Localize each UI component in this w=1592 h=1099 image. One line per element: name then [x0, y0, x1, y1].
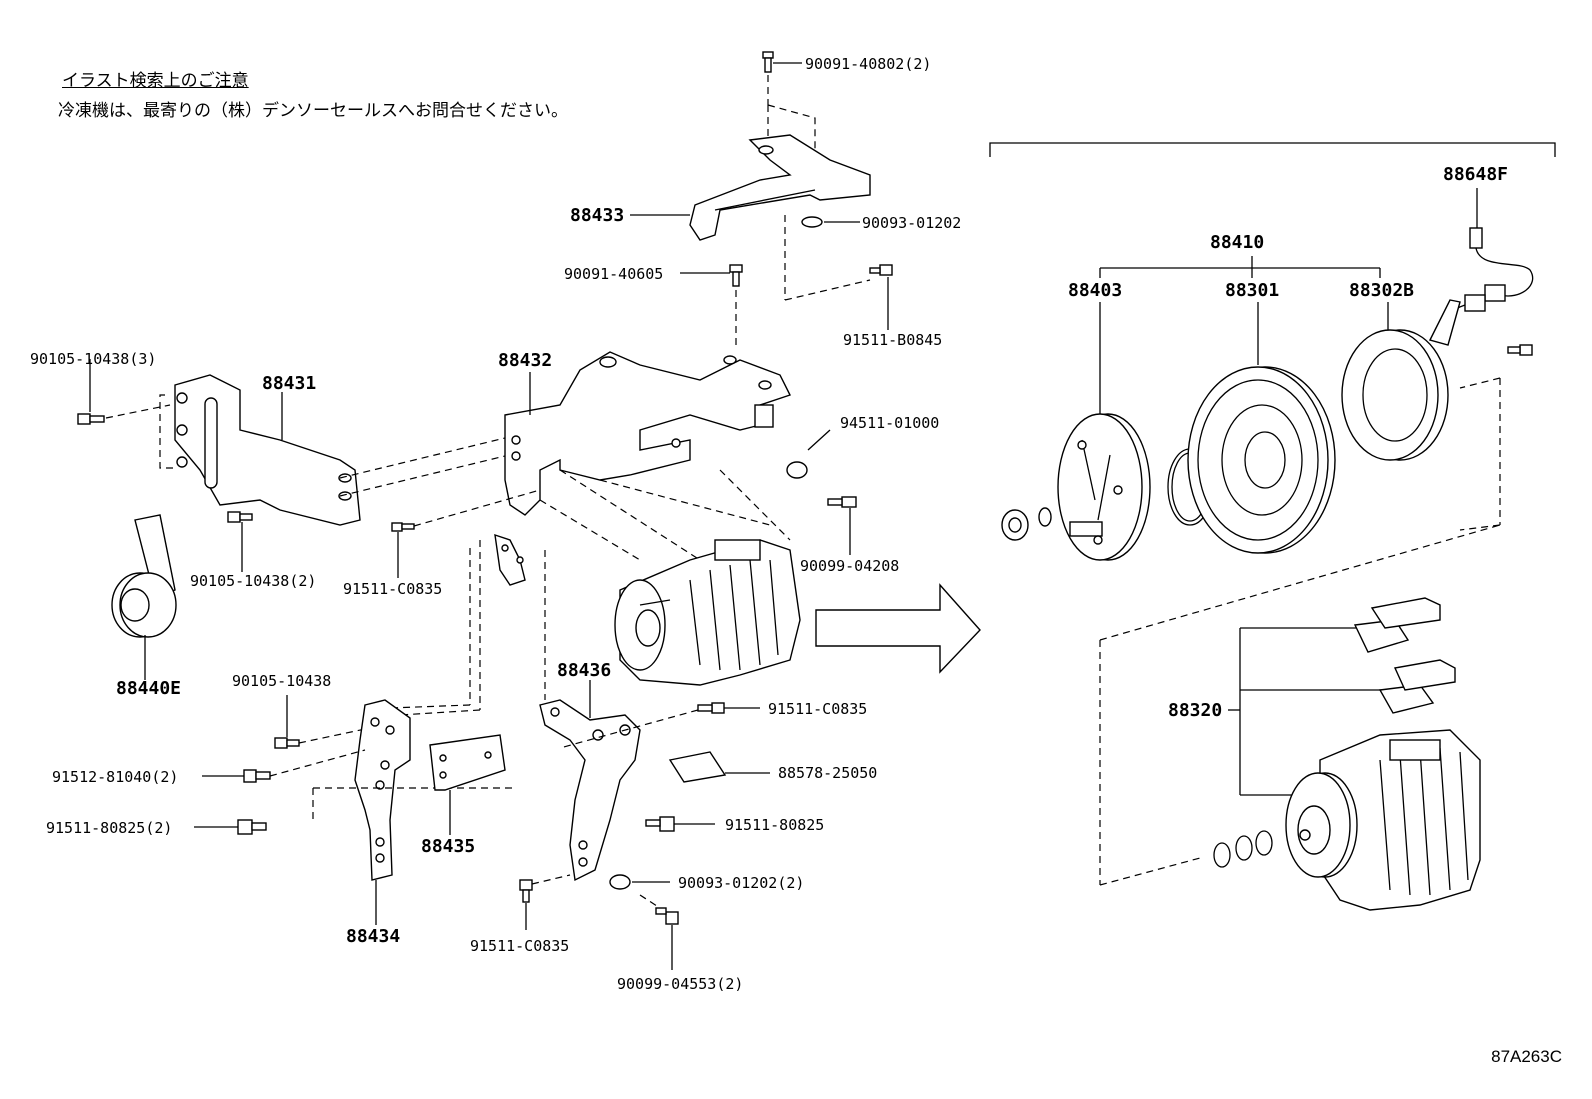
notice-body: 冷凍機は、最寄りの（株）デンソーセールスへお問合せください。 [58, 101, 568, 121]
label-91511-B0845[interactable]: 91511-B0845 [843, 331, 942, 349]
notice-title: イラスト検索上のご注意 [62, 71, 249, 91]
washer-90093-01202-2[interactable] [609, 874, 631, 890]
part-88578-25050-label[interactable] [668, 751, 727, 783]
label-91512-81040-2[interactable]: 91512-81040(2) [52, 768, 178, 786]
part-88302B-coil[interactable] [1341, 299, 1461, 461]
label-90091-40605[interactable]: 90091-40605 [564, 265, 663, 283]
label-90093-01202-2[interactable]: 90093-01202(2) [678, 874, 804, 892]
label-88440E[interactable]: 88440E [116, 678, 181, 699]
label-88433[interactable]: 88433 [570, 205, 624, 226]
part-88432-bracket[interactable] [504, 351, 791, 516]
label-91511-80825[interactable]: 91511-80825 [725, 816, 824, 834]
bolt-90091-40802[interactable] [762, 51, 774, 73]
part-88436-bracket[interactable] [539, 699, 641, 882]
label-91511-80825-2[interactable]: 91511-80825(2) [46, 819, 172, 837]
label-88578-25050[interactable]: 88578-25050 [778, 764, 877, 782]
group-bracket-line [989, 142, 1556, 157]
bolt-91511-80825-2[interactable] [237, 819, 267, 835]
label-88320[interactable]: 88320 [1168, 700, 1222, 721]
label-90105-10438-3[interactable]: 90105-10438(3) [30, 350, 156, 368]
label-88434[interactable]: 88434 [346, 926, 400, 947]
bolt-91511-B0845[interactable] [869, 264, 893, 276]
washer-94511-01000[interactable] [786, 461, 808, 479]
label-90091-40802[interactable]: 90091-40802(2) [805, 55, 931, 73]
bolt-90099-04553-2[interactable] [655, 907, 679, 925]
washer-90093-01202[interactable] [801, 216, 823, 228]
label-88403[interactable]: 88403 [1068, 280, 1122, 301]
label-88301[interactable]: 88301 [1225, 280, 1279, 301]
part-88320-valve-lower[interactable] [1378, 659, 1456, 714]
bolt-91511-C0835-b[interactable] [697, 702, 725, 714]
label-91511-C0835-b[interactable]: 91511-C0835 [768, 700, 867, 718]
part-88433-bracket[interactable] [689, 134, 871, 241]
bolt-91511-C0835-a[interactable] [391, 522, 415, 532]
label-90105-10438-2[interactable]: 90105-10438(2) [190, 572, 316, 590]
label-88648F[interactable]: 88648F [1443, 164, 1508, 185]
label-88431[interactable]: 88431 [262, 373, 316, 394]
part-washer-small[interactable] [1038, 507, 1052, 527]
bolt-91511-80825[interactable] [645, 816, 675, 832]
part-88440E-idler-pulley[interactable] [111, 514, 177, 638]
part-nut[interactable] [1001, 509, 1029, 541]
part-88432-lower-arm[interactable] [494, 533, 526, 586]
label-88302B[interactable]: 88302B [1349, 280, 1414, 301]
label-90105-10438[interactable]: 90105-10438 [232, 672, 331, 690]
label-88436[interactable]: 88436 [557, 660, 611, 681]
part-compressor-assembly[interactable] [614, 539, 801, 686]
label-91511-C0835-a[interactable]: 91511-C0835 [343, 580, 442, 598]
bolt-90105-10438-2[interactable] [227, 511, 253, 523]
part-88648F-switch[interactable] [1434, 227, 1534, 331]
part-o-rings[interactable] [1213, 830, 1273, 868]
bolt-90105-10438[interactable] [274, 737, 300, 749]
label-91511-C0835-c[interactable]: 91511-C0835 [470, 937, 569, 955]
label-90093-01202[interactable]: 90093-01202 [862, 214, 961, 232]
bolt-90099-04208[interactable] [827, 496, 857, 508]
label-88432[interactable]: 88432 [498, 350, 552, 371]
part-88434-bracket[interactable] [354, 699, 411, 881]
label-88435[interactable]: 88435 [421, 836, 475, 857]
part-88320-compressor[interactable] [1285, 729, 1481, 911]
bolt-90105-10438-3[interactable] [77, 413, 105, 425]
label-90099-04553-2[interactable]: 90099-04553(2) [617, 975, 743, 993]
bolt-91511-C0835-c[interactable] [519, 879, 533, 903]
part-88301-pulley[interactable] [1187, 366, 1336, 554]
part-88320-valve-upper[interactable] [1353, 597, 1441, 653]
arrow-exploded-view [815, 583, 981, 674]
label-90099-04208[interactable]: 90099-04208 [800, 557, 899, 575]
part-88431-bracket[interactable] [174, 374, 361, 526]
part-88403-hub[interactable] [1057, 413, 1151, 561]
label-88410[interactable]: 88410 [1210, 232, 1264, 253]
label-94511-01000[interactable]: 94511-01000 [840, 414, 939, 432]
screw-coil[interactable] [1507, 344, 1533, 356]
bolt-91512-81040[interactable] [243, 769, 271, 783]
bolt-90091-40605[interactable] [729, 264, 743, 287]
illustration-code: 87A263C [1491, 1047, 1562, 1066]
part-88435-bracket[interactable] [429, 734, 506, 791]
